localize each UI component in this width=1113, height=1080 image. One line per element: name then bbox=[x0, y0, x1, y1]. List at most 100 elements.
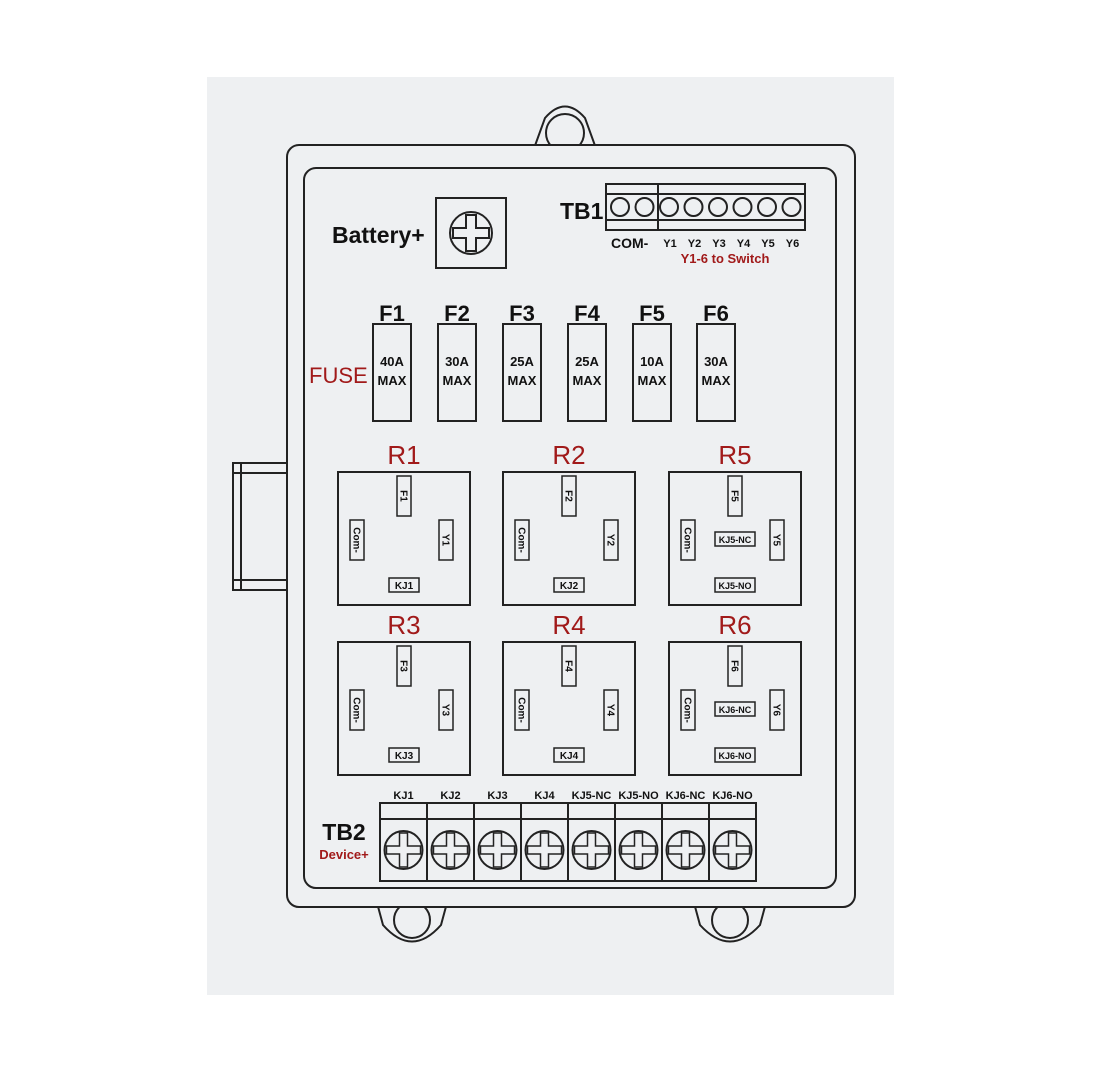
relay-pin-top-label: F2 bbox=[563, 490, 574, 502]
relay-pin-center-label: KJ6-NC bbox=[719, 705, 752, 715]
relay-pin-right-label: Y6 bbox=[771, 704, 782, 717]
relay-pin-right-label: Y2 bbox=[605, 534, 616, 547]
relay-name: R2 bbox=[552, 440, 585, 470]
fuse-rating: 10A bbox=[640, 354, 664, 369]
relay-socket bbox=[337, 471, 471, 606]
relay-pin-top-label: F4 bbox=[563, 660, 574, 672]
tb1-hole-icon bbox=[683, 197, 704, 217]
relay-pin-top bbox=[561, 645, 577, 687]
screw-icon bbox=[430, 830, 471, 870]
relay-name: R5 bbox=[718, 440, 751, 470]
relay-pin-top-label: F6 bbox=[729, 660, 740, 672]
relay-socket bbox=[668, 471, 802, 606]
relay-pin-bottom-label: KJ5-NO bbox=[718, 581, 751, 591]
screw-icon bbox=[665, 830, 706, 870]
bottom-right-mount-tab bbox=[689, 887, 771, 943]
screw-cross-icon bbox=[479, 832, 516, 868]
relay-pin-right-label: Y1 bbox=[440, 534, 451, 547]
tb1-terminal-label: Y4 bbox=[737, 238, 751, 250]
relay-pin-right bbox=[603, 689, 619, 731]
relay-pin-top bbox=[396, 645, 412, 687]
tb1-hole-icon bbox=[781, 197, 802, 217]
tb2-terminal-kj6-nc[interactable]: KJ6-NC bbox=[661, 790, 706, 881]
fuse-name: F5 bbox=[639, 301, 665, 326]
tb1-hole-icon bbox=[757, 197, 777, 217]
screw-icon bbox=[383, 830, 424, 870]
tb1-hole-icon bbox=[659, 197, 679, 217]
relay-pin-bottom bbox=[553, 577, 585, 593]
relay-pin-right bbox=[438, 519, 454, 561]
tb2-terminal-kj4[interactable]: KJ4 bbox=[520, 790, 565, 881]
tb2-terminal-label: KJ4 bbox=[534, 790, 555, 802]
relay-socket bbox=[502, 471, 636, 606]
tb2-terminal-kj1[interactable]: KJ1 bbox=[383, 790, 424, 870]
bottom-left-mount-tab bbox=[372, 887, 452, 943]
relay-pin-top-label: F5 bbox=[729, 490, 740, 502]
screw-cross-icon bbox=[667, 832, 704, 868]
tb1-terminal-label: Y1 bbox=[663, 238, 676, 250]
tb1-terminal-label: Y3 bbox=[712, 238, 725, 250]
tb2-terminal-kj5-no[interactable]: KJ5-NO bbox=[614, 790, 659, 881]
fuse-name: F6 bbox=[703, 301, 729, 326]
fuse-label: FUSE bbox=[309, 363, 368, 388]
relay-pin-left bbox=[349, 519, 365, 561]
relay-pin-bottom-label: KJ3 bbox=[395, 751, 414, 762]
relay-pin-bottom bbox=[388, 577, 420, 593]
tb2-terminal-kj2[interactable]: KJ2 bbox=[426, 790, 471, 881]
battery-terminal[interactable] bbox=[435, 197, 507, 269]
fuse-max: MAX bbox=[443, 373, 472, 388]
tb2-terminal-kj3[interactable]: KJ3 bbox=[473, 790, 518, 881]
screw-icon bbox=[452, 214, 490, 252]
screw-icon bbox=[571, 830, 612, 870]
relay-name: R6 bbox=[718, 610, 751, 640]
relay-pin-center-label: KJ5-NC bbox=[719, 535, 752, 545]
relay-pin-left-label: Com- bbox=[351, 527, 362, 553]
left-side-tab bbox=[232, 462, 304, 591]
relay-pin-right bbox=[603, 519, 619, 561]
fuse-rating: 25A bbox=[575, 354, 599, 369]
fuse-rating: 25A bbox=[510, 354, 534, 369]
fuse-name: F1 bbox=[379, 301, 405, 326]
screw-icon bbox=[618, 830, 659, 870]
fuse-name: F3 bbox=[509, 301, 535, 326]
tb2-label: TB2 bbox=[322, 819, 365, 845]
tb1-terminal-label: Y2 bbox=[688, 238, 701, 250]
tb2-sublabel: Device+ bbox=[319, 847, 369, 862]
tb2-terminal-label: KJ1 bbox=[393, 790, 413, 802]
relay-pin-top-label: F1 bbox=[398, 490, 409, 502]
tb1-terminal-block[interactable] bbox=[605, 183, 806, 231]
relay-pin-left bbox=[680, 689, 696, 731]
relay-name: R3 bbox=[387, 610, 420, 640]
screw-cross-icon bbox=[620, 832, 657, 868]
fuse-body bbox=[632, 323, 672, 422]
tb2-terminal-label: KJ5-NC bbox=[572, 790, 612, 802]
screw-icon bbox=[477, 830, 518, 870]
battery-label: Battery+ bbox=[332, 222, 425, 248]
screw-cross-icon bbox=[385, 832, 422, 868]
tb1-note: Y1-6 to Switch bbox=[681, 251, 770, 266]
fuse-max: MAX bbox=[573, 373, 602, 388]
tb2-terminal-kj6-no[interactable]: KJ6-NO bbox=[708, 790, 753, 881]
relay-pin-bottom bbox=[714, 747, 756, 763]
fuse-max: MAX bbox=[702, 373, 731, 388]
fuse-body bbox=[437, 323, 477, 422]
relay-pin-left-label: Com- bbox=[516, 697, 527, 723]
relay-pin-left-label: Com- bbox=[516, 527, 527, 553]
relay-pin-bottom-label: KJ6-NO bbox=[718, 751, 751, 761]
relay-pin-bottom bbox=[553, 747, 585, 763]
tb2-terminal-kj5-nc[interactable]: KJ5-NC bbox=[567, 790, 612, 881]
relay-pin-right bbox=[438, 689, 454, 731]
relay-pin-left bbox=[514, 519, 530, 561]
